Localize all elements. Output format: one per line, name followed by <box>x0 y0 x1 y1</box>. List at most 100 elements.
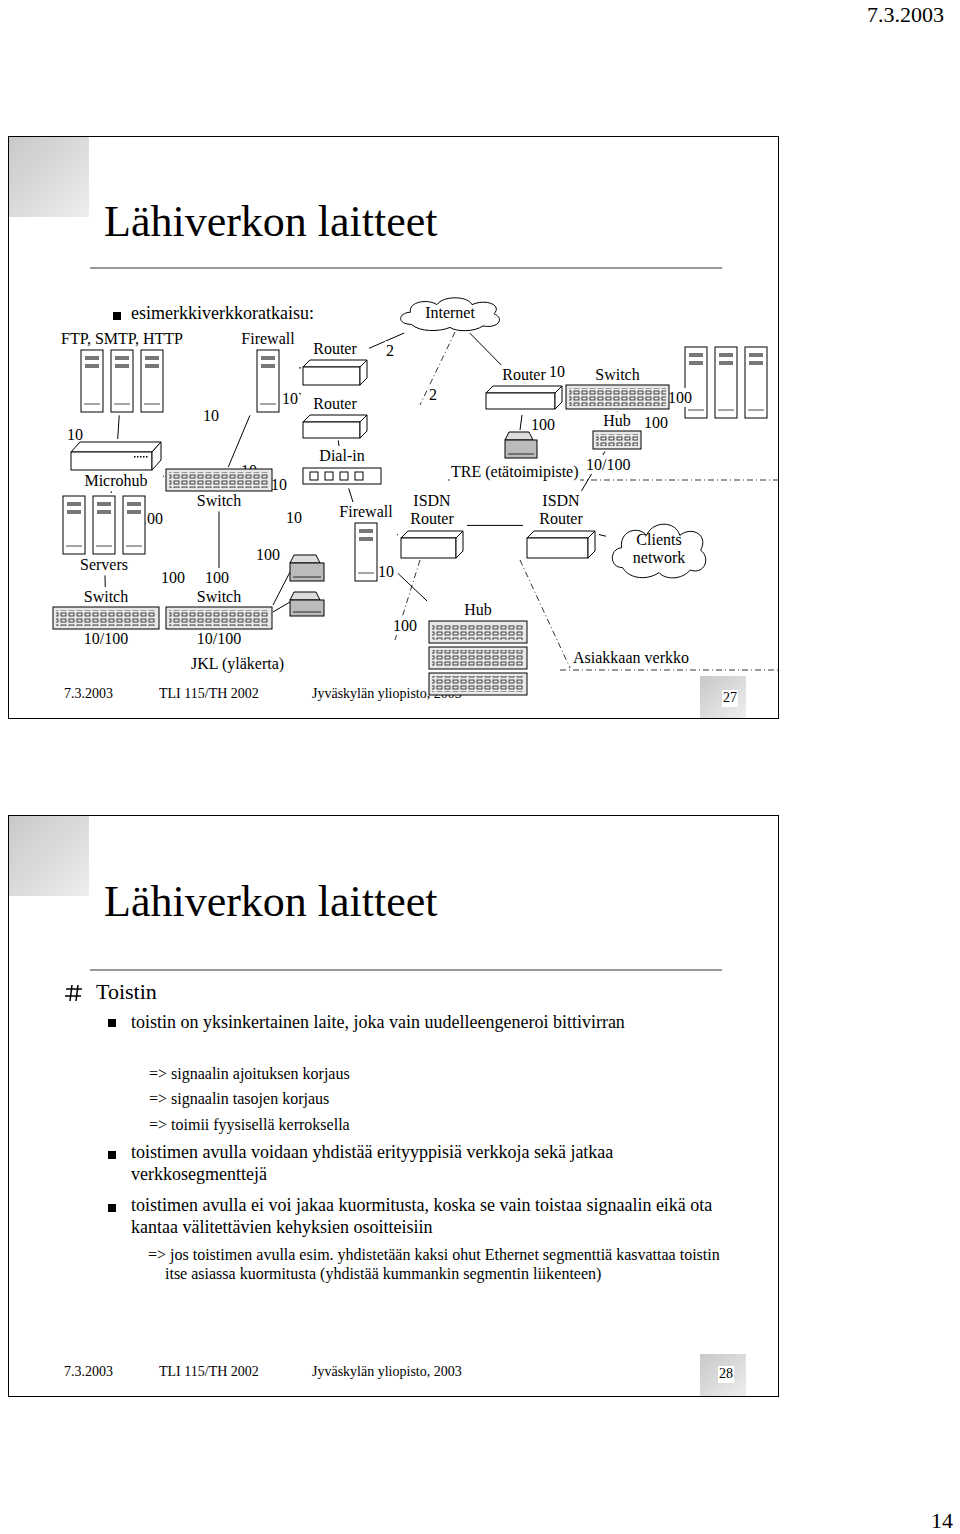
text-label: 28 <box>718 1366 734 1383</box>
switch-icon <box>565 384 670 410</box>
text-label: 10 <box>202 406 220 425</box>
router-icon <box>302 413 368 439</box>
network-cloud: Clients network <box>607 518 711 580</box>
device-label: Servers <box>79 556 129 574</box>
text-label: 2 <box>385 341 395 360</box>
device-label: Router <box>312 340 358 358</box>
hub-icon <box>592 430 642 450</box>
text-label: 10 <box>285 508 303 527</box>
modem-icon <box>290 555 324 581</box>
boundary-line <box>395 332 778 670</box>
network-cable <box>163 476 164 477</box>
text-label: 14 <box>930 1508 954 1534</box>
text-label: 7.3.2003 <box>63 1364 114 1381</box>
text-label: => toimii fyysisellä kerroksella <box>148 1115 351 1134</box>
servers3-icon <box>48 494 160 556</box>
device-servers1: Firewall <box>335 503 397 583</box>
device-switch: Switch <box>165 468 273 510</box>
text-label: 100 <box>643 413 669 432</box>
servers3-icon <box>52 348 192 414</box>
text-label: => signaalin tasojen korjaus <box>148 1089 330 1108</box>
modem-icon <box>290 592 324 616</box>
device-label: ISDN Router <box>524 492 598 529</box>
device-label: Firewall <box>338 503 393 521</box>
text-label: 10 <box>377 562 395 581</box>
microhub-icon <box>70 440 162 472</box>
text-label: TLI 115/TH 2002 <box>158 686 260 703</box>
servers1-icon <box>238 348 298 414</box>
switch-icon <box>52 606 160 630</box>
servers1-icon <box>335 521 397 583</box>
device-router: Router <box>485 366 563 410</box>
device-label: Switch <box>196 588 242 606</box>
servers3-icon <box>685 347 767 418</box>
bullet-text: toistin on yksinkertainen laite, joka va… <box>130 1012 657 1034</box>
device-switch: Switch 10/100 <box>165 588 273 649</box>
device-router: Router <box>302 340 368 386</box>
text-label: 10 <box>548 362 566 381</box>
device-microhub: Microhub <box>70 440 162 490</box>
text-label: Asiakkaan verkko <box>572 648 690 667</box>
device-label: ISDN Router <box>398 492 466 529</box>
text-label: TLI 115/TH 2002 <box>158 1364 260 1381</box>
text-label: 100 <box>667 388 693 407</box>
text-label: 10 <box>270 475 288 494</box>
device-hubstack: Hub <box>428 601 528 697</box>
network-cable <box>599 535 606 537</box>
router-icon <box>400 529 464 559</box>
text-label: 2 <box>428 385 438 404</box>
device-router: ISDN Router <box>398 492 466 559</box>
bullet-text: toistimen avulla voidaan yhdistää erityy… <box>130 1142 727 1185</box>
network-cloud: Internet <box>395 294 505 332</box>
network-cable <box>118 415 120 439</box>
switch-icon <box>165 468 273 492</box>
text-label: 100 <box>530 415 556 434</box>
device-label: Switch <box>83 588 129 606</box>
device-label: Hub <box>602 412 632 430</box>
text-label: 10 <box>66 425 84 444</box>
router-icon <box>485 384 563 410</box>
device-servers1: Firewall <box>238 330 298 414</box>
slide-frame <box>9 816 779 1397</box>
text-label: 27 <box>722 690 738 707</box>
text-label: 10/100 <box>585 455 631 474</box>
network-cable <box>111 491 112 493</box>
network-cable <box>349 488 353 502</box>
router-icon <box>526 529 596 559</box>
heading-bullet <box>65 985 82 1001</box>
device-label: Internet <box>424 304 476 322</box>
network-cable <box>397 534 398 535</box>
device-switch: Switch <box>565 366 670 410</box>
device-label: Hub <box>463 601 493 619</box>
device-label: Router <box>312 395 358 413</box>
bullet-text: toistimen avulla ei voi jakaa kuormitust… <box>130 1195 727 1238</box>
slide-title: Lähiverkon laitteet <box>103 876 439 929</box>
text-label: 7.3.2003 <box>63 686 114 703</box>
device-hub: Hub <box>592 412 642 450</box>
bullet-text: => jos toistimen avulla esim. yhdistetää… <box>148 1245 740 1283</box>
device-label: 10/100 <box>196 630 242 648</box>
device-label: Switch <box>594 366 640 384</box>
switch-icon <box>165 606 273 630</box>
device-label: Switch <box>196 492 242 510</box>
network-cable <box>398 573 427 600</box>
network-cable <box>228 415 250 467</box>
dialin-icon <box>302 465 382 487</box>
device-label: Firewall <box>240 330 295 348</box>
text-label: => signaalin ajoituksen korjaus <box>148 1064 351 1083</box>
text-label: Jyväskylän yliopisto, 2003 <box>311 1364 463 1381</box>
router-icon <box>302 358 368 386</box>
hubstack-icon <box>428 619 528 697</box>
device-servers3: FTP, SMTP, HTTP <box>52 330 192 414</box>
text-label: esimerkkiverkkoratkaisu: <box>130 303 315 325</box>
device-icons <box>290 347 767 616</box>
device-label: FTP, SMTP, HTTP <box>60 330 184 348</box>
network-cable <box>104 575 105 587</box>
modem-icon <box>505 432 537 458</box>
device-label: Clients network <box>621 531 697 568</box>
text-label: JKL (yläkerta) <box>190 654 285 673</box>
device-router: Router <box>302 395 368 439</box>
device-label: Microhub <box>83 472 148 490</box>
